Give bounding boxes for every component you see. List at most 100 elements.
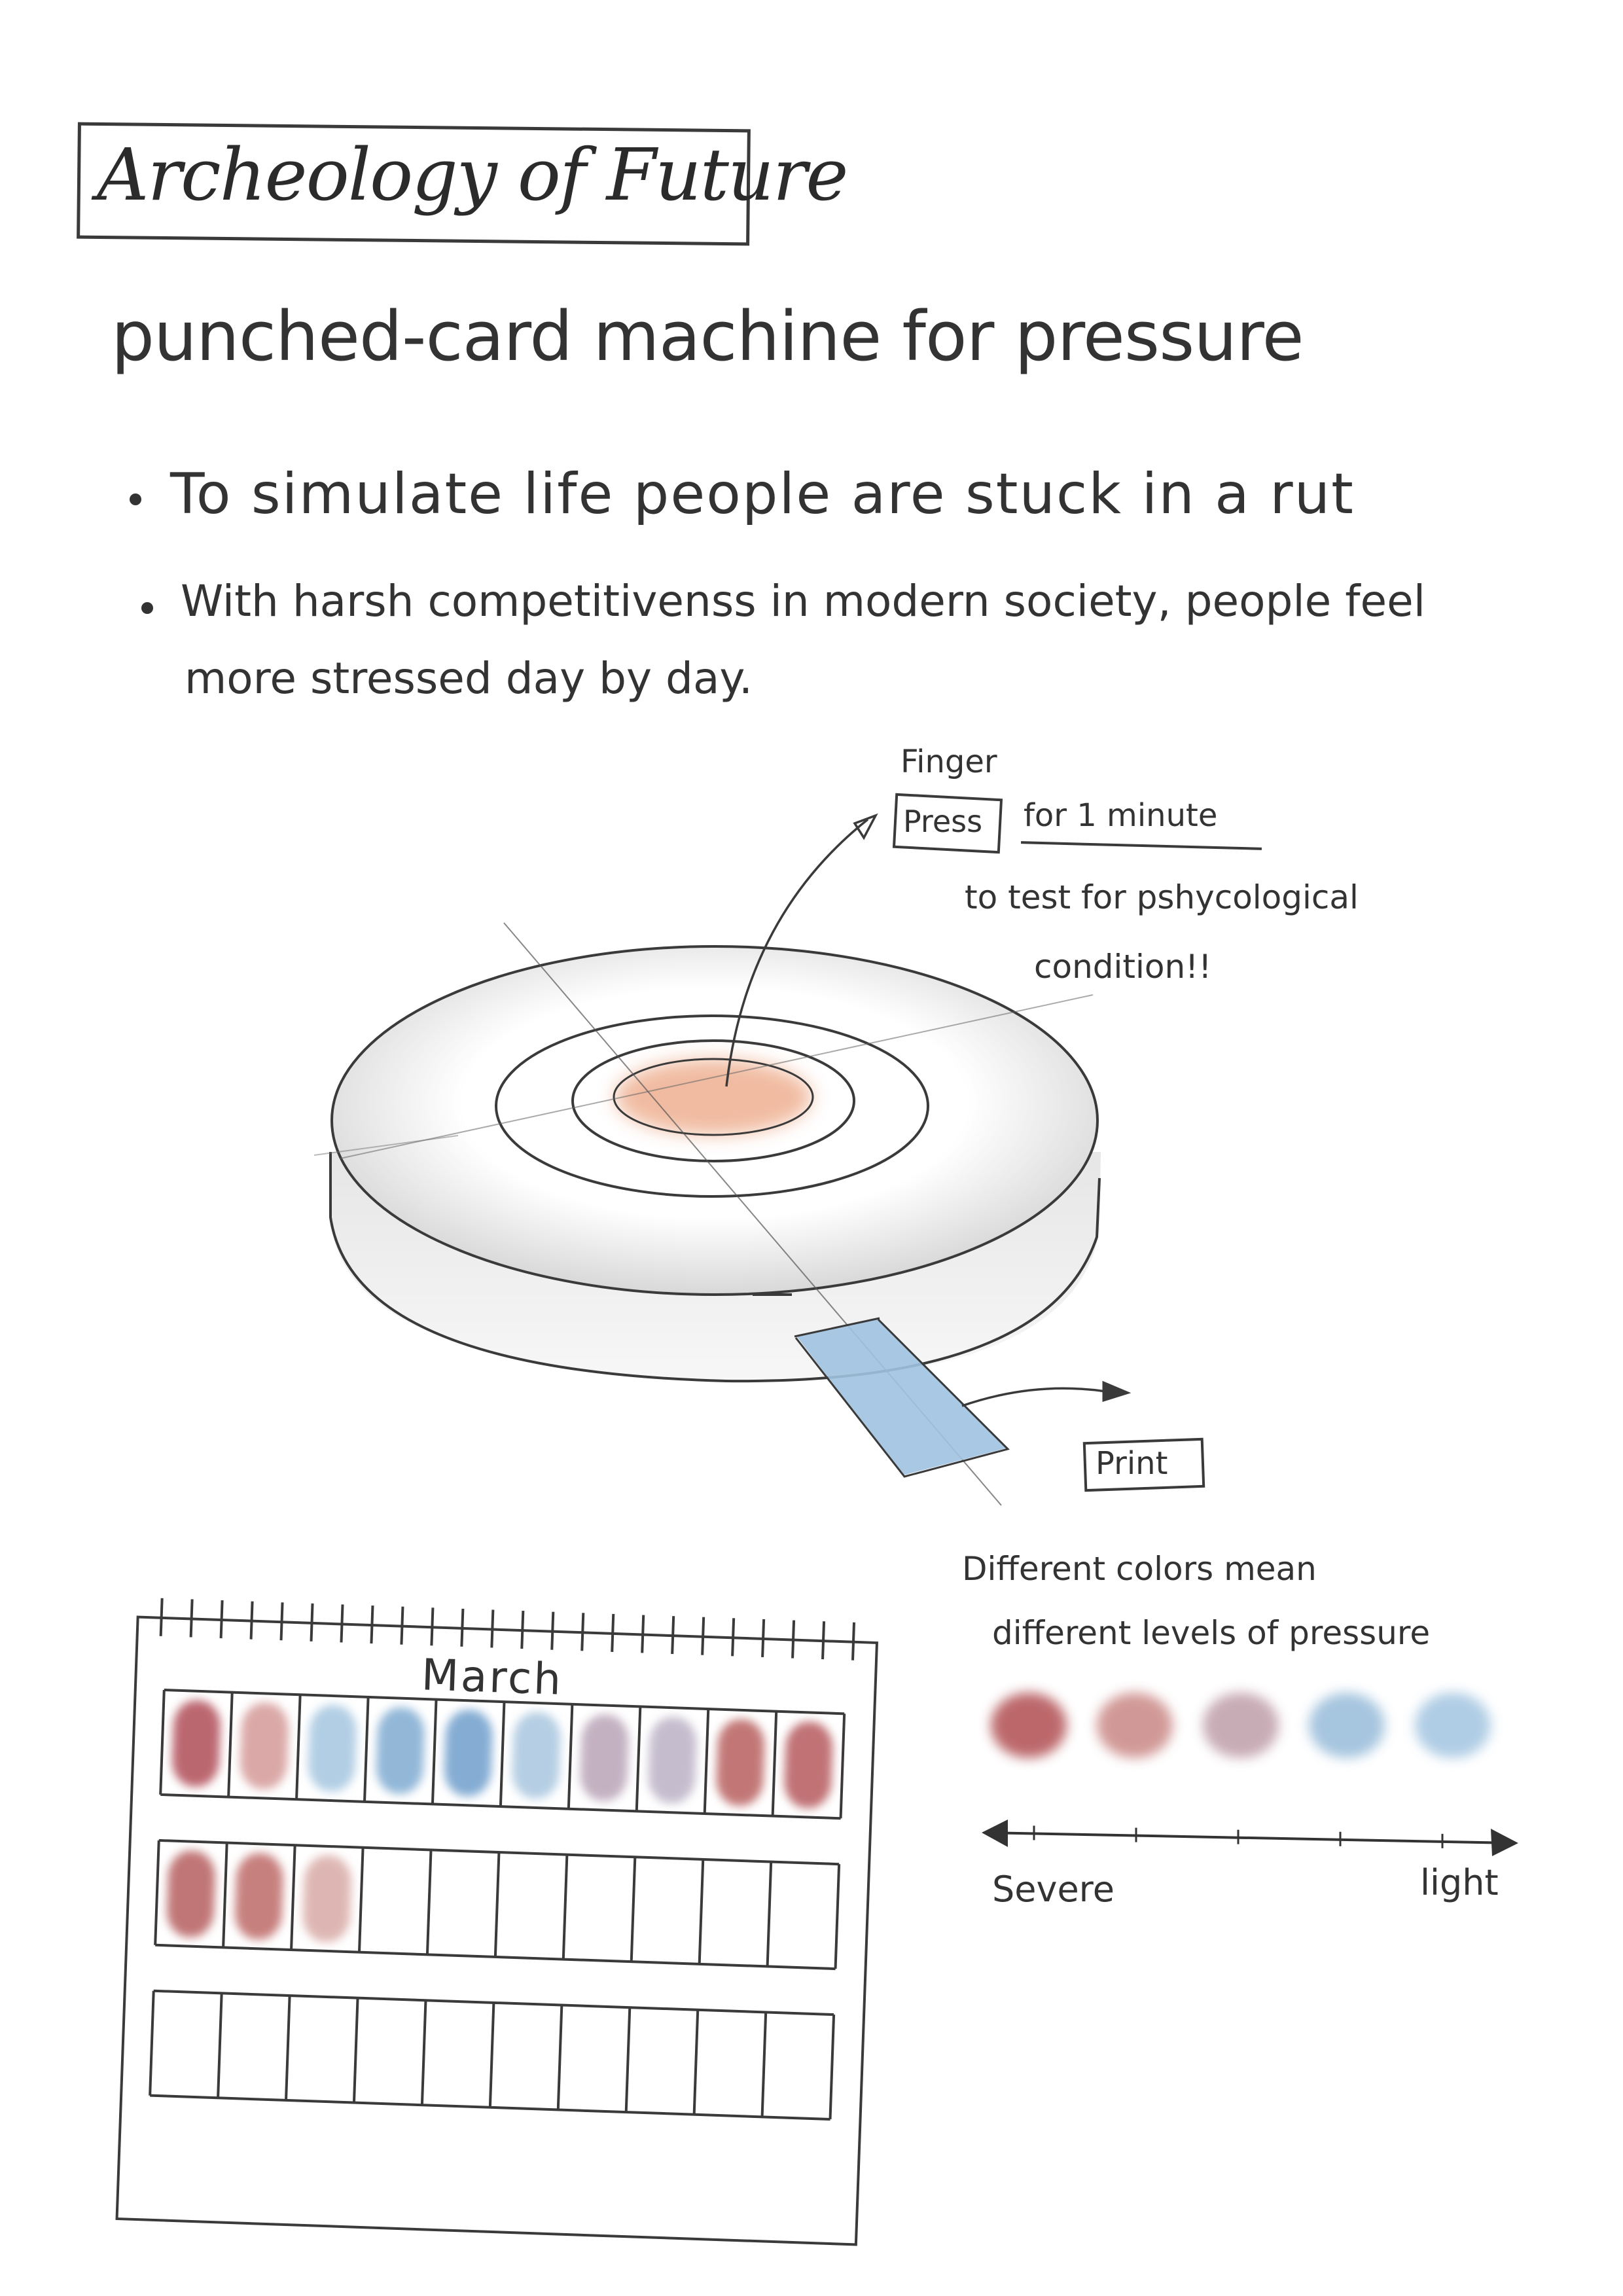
double-headed-arrow-icon bbox=[982, 1820, 1008, 1847]
duration-label: for 1 minute bbox=[1024, 797, 1218, 834]
finger-label: Finger bbox=[901, 744, 997, 780]
calendar-ring bbox=[701, 1617, 705, 1655]
press-pad bbox=[615, 1059, 812, 1135]
legend-swatch bbox=[1203, 1693, 1279, 1758]
calendar-ring bbox=[580, 1613, 585, 1651]
device-inner-ring bbox=[571, 1039, 855, 1162]
calendar-ring bbox=[791, 1620, 796, 1659]
calendar-column-line bbox=[499, 1702, 506, 1807]
legend-swatch bbox=[1097, 1693, 1173, 1758]
calendar-ring bbox=[821, 1621, 826, 1660]
calendar-ring bbox=[641, 1615, 645, 1653]
calendar-column-line bbox=[624, 2007, 632, 2113]
calendar-column-line bbox=[488, 2002, 495, 2108]
calendar-column-line bbox=[698, 1859, 705, 1964]
calendar-ring bbox=[761, 1619, 766, 1657]
calendar-column-line bbox=[766, 1861, 773, 1967]
calendar-column-line bbox=[357, 1847, 365, 1952]
calendar-column-line bbox=[703, 1709, 710, 1814]
calendar-ring bbox=[490, 1609, 495, 1648]
bullet-second-line-1: With harsh competitivenss in modern soci… bbox=[181, 576, 1426, 626]
calendar-ring bbox=[460, 1608, 465, 1647]
legend-left-label: Severe bbox=[992, 1869, 1115, 1910]
calendar-column-line bbox=[295, 1695, 302, 1800]
calendar-column-line bbox=[567, 1704, 574, 1809]
calendar-day-mark bbox=[716, 1719, 765, 1806]
calendar-column-line bbox=[630, 1857, 637, 1962]
calendar-day-mark bbox=[444, 1710, 493, 1797]
calendar-ring bbox=[340, 1604, 344, 1643]
calendar-column-line bbox=[352, 1998, 359, 2103]
bullet-dot-icon bbox=[130, 493, 141, 505]
calendar-column-line bbox=[839, 1713, 846, 1819]
calendar-ring bbox=[520, 1611, 525, 1649]
calendar-binding bbox=[159, 1598, 856, 1660]
device-outer-ring bbox=[495, 1014, 929, 1198]
legend-swatch bbox=[1309, 1693, 1385, 1758]
calendar-ring bbox=[430, 1607, 435, 1646]
calendar-column-line bbox=[425, 1850, 433, 1955]
calendar-frame bbox=[115, 1615, 879, 2246]
calendar-day-mark bbox=[580, 1714, 629, 1801]
calendar-ring bbox=[159, 1598, 164, 1636]
page-subtitle: punched-card machine for pressure bbox=[111, 296, 1304, 376]
calendar-ring bbox=[851, 1622, 856, 1660]
calendar-ring bbox=[189, 1599, 194, 1638]
calendar-column-line bbox=[692, 2009, 700, 2115]
legend-axis bbox=[986, 1831, 1512, 1844]
press-label: Press bbox=[903, 804, 983, 839]
arrow-icon bbox=[725, 818, 869, 1087]
calendar-column-line bbox=[635, 1706, 642, 1812]
calendar-ring bbox=[611, 1613, 615, 1652]
calendar-ring bbox=[370, 1605, 374, 1644]
arrow-icon bbox=[961, 1387, 1107, 1407]
calendar-column-line bbox=[431, 1699, 438, 1804]
calendar-day-mark bbox=[512, 1712, 561, 1799]
calendar-column-line bbox=[149, 1990, 155, 2096]
legend-swatch bbox=[991, 1693, 1067, 1758]
calendar-column-line bbox=[227, 1692, 234, 1797]
calendar-day-mark bbox=[234, 1853, 283, 1940]
calendar-day-mark bbox=[376, 1707, 425, 1794]
legend-title-line-1: Different colors mean bbox=[962, 1550, 1317, 1588]
calendar-day-mark bbox=[172, 1700, 221, 1787]
calendar-column-line bbox=[420, 2000, 427, 2106]
calendar-column-line bbox=[493, 1852, 501, 1958]
legend-swatch bbox=[1415, 1693, 1491, 1758]
calendar-column-line bbox=[285, 1995, 291, 2100]
printout bbox=[796, 1318, 1008, 1475]
calendar-column-line bbox=[771, 1711, 778, 1816]
calendar-day-mark bbox=[308, 1705, 357, 1792]
calendar-column-line bbox=[222, 1842, 228, 1948]
calendar-ring bbox=[279, 1602, 284, 1641]
calendar-column-line bbox=[154, 1840, 160, 1945]
calendar-column-line bbox=[556, 2005, 563, 2110]
calendar-ring bbox=[219, 1600, 224, 1639]
legend-swatches bbox=[991, 1693, 1491, 1758]
calendar-column-line bbox=[829, 2014, 836, 2120]
calendar-day-mark bbox=[302, 1855, 351, 1942]
calendar-column-line bbox=[363, 1696, 370, 1802]
purpose-line-1: to test for pshycological bbox=[965, 878, 1359, 916]
calendar-column-line bbox=[834, 1864, 841, 1969]
calendar-ring bbox=[731, 1618, 736, 1657]
calendar-column-line bbox=[159, 1689, 166, 1795]
legend-right-label: light bbox=[1420, 1862, 1499, 1903]
bullet-dot-icon bbox=[141, 602, 153, 614]
calendar-month: March bbox=[420, 1649, 564, 1705]
calendar-ring bbox=[249, 1601, 254, 1640]
calendar-ring bbox=[671, 1616, 675, 1655]
purpose-line-2: condition!! bbox=[1034, 948, 1212, 986]
calendar-ring bbox=[550, 1611, 555, 1650]
calendar-column-line bbox=[217, 1993, 223, 2098]
calendar-day-mark bbox=[240, 1702, 289, 1789]
calendar-ring bbox=[400, 1606, 404, 1645]
calendar-ring bbox=[310, 1603, 314, 1641]
print-label: Print bbox=[1096, 1445, 1168, 1482]
calendar-day-mark bbox=[784, 1721, 833, 1808]
bullet-first: To simulate life people are stuck in a r… bbox=[170, 461, 1355, 527]
calendar-column-line bbox=[290, 1845, 296, 1950]
